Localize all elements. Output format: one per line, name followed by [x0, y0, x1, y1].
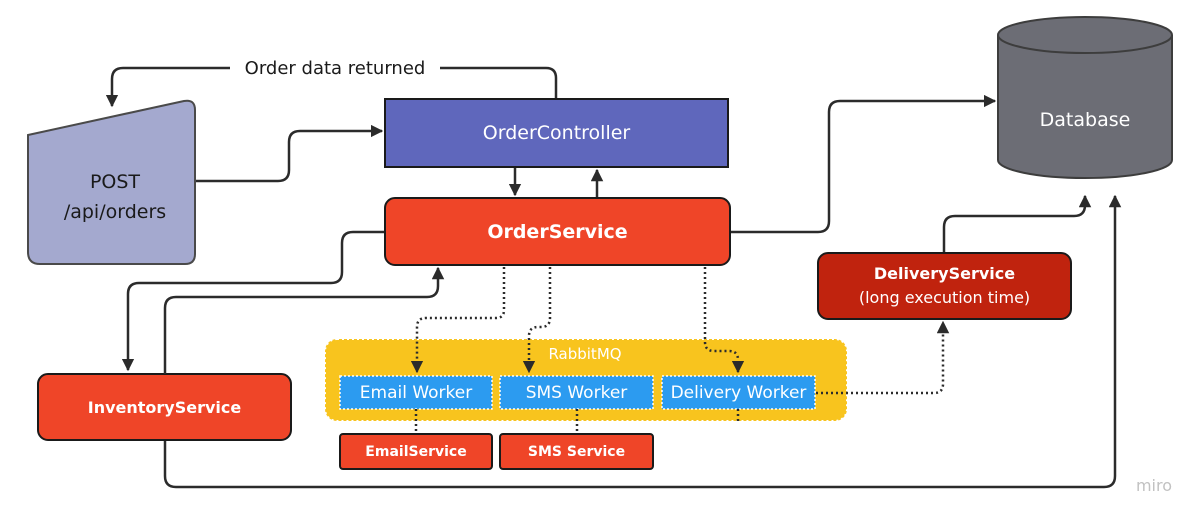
database-cylinder	[997, 16, 1173, 179]
arrow-order-data-returned	[112, 66, 558, 106]
sms-worker-box	[499, 375, 654, 410]
delivery-service-box	[817, 252, 1072, 320]
inventory-service-box	[37, 373, 292, 441]
arrow-delivery-to-database	[942, 194, 1092, 252]
sms-service-box	[499, 433, 654, 470]
order-service-box	[384, 197, 731, 266]
arrow-inventory-to-service	[163, 266, 445, 374]
arrow-inventory-to-database	[163, 194, 1122, 489]
dotted-service-to-delivery-worker	[703, 267, 745, 374]
arrow-service-to-inventory	[121, 230, 384, 372]
arrow-service-to-database	[731, 94, 997, 234]
dotted-service-to-email-worker	[410, 267, 506, 374]
email-worker-box	[339, 375, 493, 410]
email-service-box	[339, 433, 493, 470]
post-endpoint-shape	[27, 99, 196, 265]
delivery-worker-box	[661, 375, 816, 410]
dotted-delivery-worker-to-delivery-service	[816, 320, 950, 395]
order-controller-box	[384, 98, 729, 168]
arrow-post-to-controller	[196, 124, 384, 183]
